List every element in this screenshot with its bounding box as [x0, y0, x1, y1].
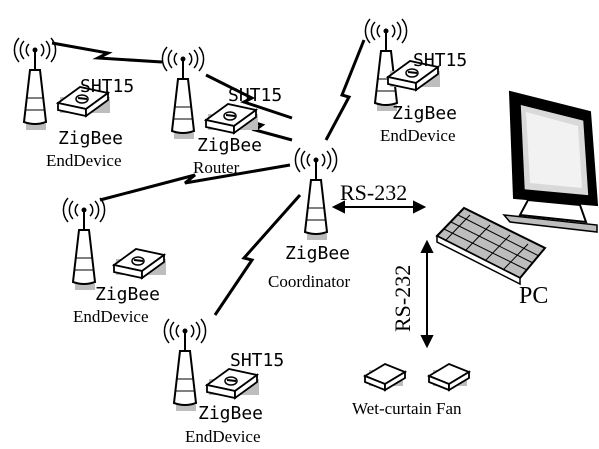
zigbee-label-enddevice-4: ZigBee	[198, 403, 264, 424]
role-label-enddevice-4: EndDevice	[185, 427, 261, 446]
link-enddevice4-coordinator	[213, 194, 302, 316]
wet-curtain-box-2	[428, 363, 470, 391]
serial-links	[331, 200, 434, 349]
wet-curtain-box-1	[364, 363, 406, 391]
zigbee-label-coordinator: ZigBee	[285, 243, 351, 264]
serial-label-vertical: RS-232	[390, 264, 415, 332]
sensor-label-router: SHT15	[228, 85, 283, 106]
antenna-enddevice-3	[364, 18, 408, 112]
role-label-coordinator: Coordinator	[268, 272, 351, 291]
antenna-enddevice-1	[13, 37, 57, 131]
zigbee-module-router	[205, 103, 259, 134]
zigbee-label-enddevice-1: ZigBee	[58, 128, 124, 149]
pc-label: PC	[519, 283, 549, 309]
antenna-coordinator	[294, 147, 338, 241]
keyboard-icon	[435, 206, 547, 286]
zigbee-module-enddevice-2	[113, 248, 167, 279]
link-router-coordinator-a	[205, 73, 293, 120]
zigbee-label-router: ZigBee	[197, 135, 263, 156]
zigbee-label-enddevice-3: ZigBee	[392, 103, 458, 124]
role-label-enddevice-1: EndDevice	[46, 151, 122, 170]
serial-label-horizontal: RS-232	[340, 180, 408, 205]
role-label-enddevice-2: EndDevice	[73, 307, 149, 326]
link-enddevice1-router	[51, 41, 163, 64]
sensor-label-enddevice-3: SHT15	[413, 50, 468, 71]
sensor-label-enddevice-1: SHT15	[80, 76, 135, 97]
actuator-label: Wet-curtain Fan	[352, 399, 462, 418]
role-label-enddevice-3: EndDevice	[380, 126, 456, 145]
zigbee-label-enddevice-2: ZigBee	[95, 284, 161, 305]
antenna-router	[161, 46, 205, 140]
antenna-enddevice-4	[163, 318, 207, 412]
antenna-enddevice-2	[62, 197, 106, 291]
monitor-icon	[502, 90, 599, 233]
zigbee-module-enddevice-4	[206, 368, 260, 399]
role-label-router: Router	[193, 158, 240, 177]
link-enddevice3-coordinator	[324, 39, 366, 141]
link-enddevice2-coordinator	[99, 163, 291, 202]
sensor-label-enddevice-4: SHT15	[230, 350, 285, 371]
